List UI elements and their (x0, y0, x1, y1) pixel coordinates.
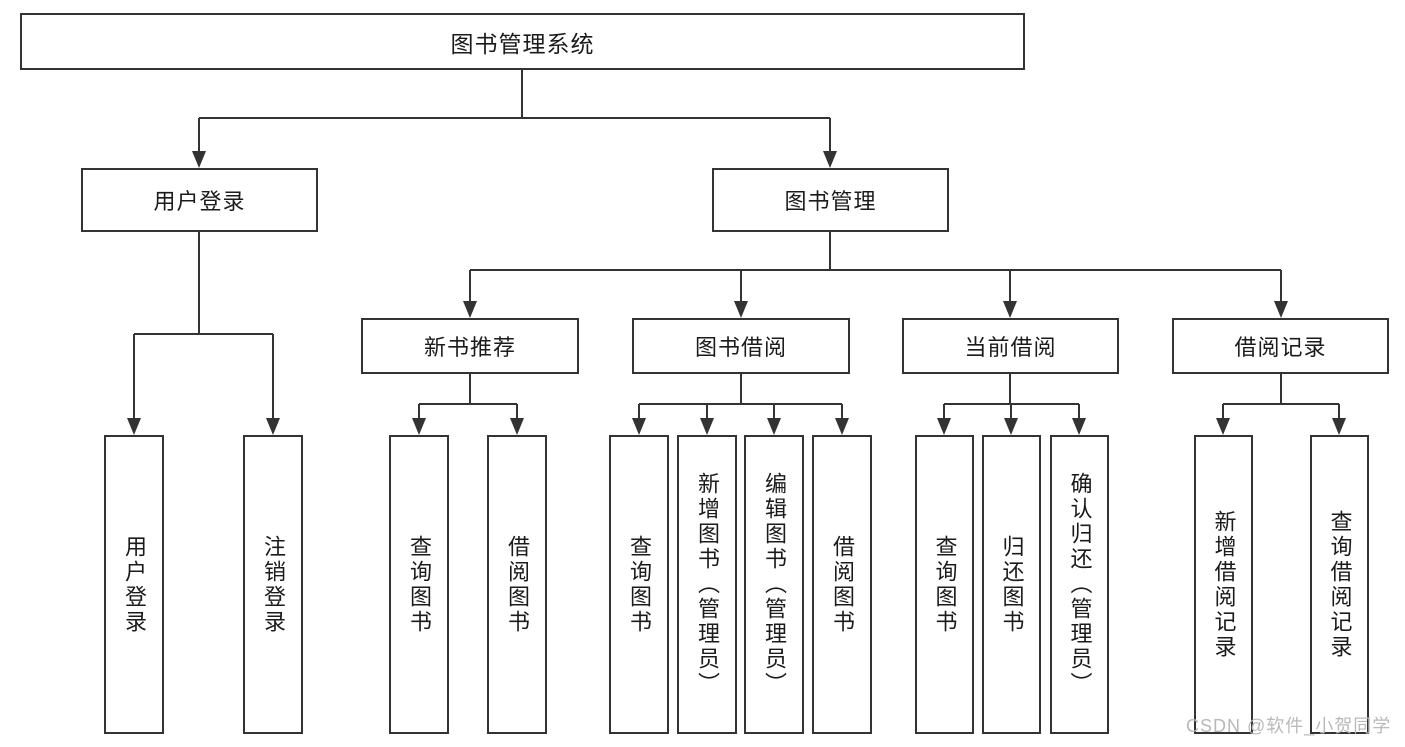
conn-root-arrowhead-1 (823, 151, 837, 168)
node-label-leaf-bb-edit-book: 编辑图书（管理员） (762, 472, 787, 697)
conn-current-borrow-arrowhead-0 (937, 418, 951, 435)
node-label-leaf-cb-return-book: 归还图书 (999, 534, 1025, 635)
node-label-leaf-rec-query-book: 查询图书 (407, 534, 432, 635)
node-label-leaf-bb-add-book: 新增图书（管理员） (695, 472, 720, 697)
node-label-borrow-record: 借阅记录 (1234, 335, 1327, 360)
watermark-text: CSDN @软件_小贺同学 (1186, 716, 1392, 736)
conn-book-manage-arrowhead-0 (463, 301, 477, 318)
node-leaf-user-logout[interactable]: 注销登录 (243, 435, 303, 734)
node-borrow-record[interactable]: 借阅记录 (1172, 318, 1389, 374)
node-leaf-bb-borrow-book[interactable]: 借阅图书 (812, 435, 872, 734)
node-label-leaf-rec-borrow-book: 借阅图书 (505, 534, 530, 635)
node-leaf-br-query-record[interactable]: 查询借阅记录 (1310, 435, 1369, 734)
conn-borrow-record-arrowhead-0 (1216, 418, 1230, 435)
node-leaf-cb-confirm-return[interactable]: 确认归还（管理员） (1050, 435, 1109, 734)
node-label-book-borrow: 图书借阅 (694, 335, 787, 360)
conn-book-manage-arrowhead-3 (1274, 301, 1288, 318)
node-label-leaf-cb-confirm-return: 确认归还（管理员） (1067, 472, 1093, 697)
node-leaf-user-login[interactable]: 用户登录 (104, 435, 164, 734)
node-label-current-borrow: 当前借阅 (964, 335, 1057, 360)
conn-root-arrowhead-0 (192, 151, 206, 168)
node-leaf-bb-query-book[interactable]: 查询图书 (609, 435, 669, 734)
node-label-leaf-user-logout: 注销登录 (261, 534, 286, 635)
conn-new-book-rec-arrowhead-0 (412, 418, 426, 435)
conn-book-borrow-arrowhead-1 (700, 418, 714, 435)
node-leaf-cb-return-book[interactable]: 归还图书 (982, 435, 1041, 734)
node-label-leaf-user-login: 用户登录 (122, 534, 147, 635)
conn-current-borrow-arrowhead-2 (1072, 418, 1086, 435)
node-leaf-br-add-record[interactable]: 新增借阅记录 (1194, 435, 1253, 734)
node-label-root: 图书管理系统 (450, 30, 595, 57)
conn-book-borrow-arrowhead-0 (632, 418, 646, 435)
node-book-borrow[interactable]: 图书借阅 (632, 318, 850, 374)
node-new-book-rec[interactable]: 新书推荐 (361, 318, 579, 374)
node-label-leaf-bb-query-book: 查询图书 (627, 534, 652, 635)
node-label-book-manage: 图书管理 (784, 189, 877, 214)
node-leaf-rec-query-book[interactable]: 查询图书 (389, 435, 449, 734)
node-leaf-cb-query-book[interactable]: 查询图书 (915, 435, 974, 734)
conn-user-login-arrowhead-0 (127, 418, 141, 435)
conn-new-book-rec-arrowhead-1 (510, 418, 524, 435)
conn-book-manage-arrowhead-1 (734, 301, 748, 318)
conn-book-borrow-arrowhead-2 (767, 418, 781, 435)
conn-borrow-record-arrowhead-1 (1332, 418, 1346, 435)
node-label-user-login: 用户登录 (153, 189, 246, 214)
node-book-manage[interactable]: 图书管理 (712, 168, 949, 232)
conn-book-borrow-arrowhead-3 (835, 418, 849, 435)
node-leaf-bb-add-book[interactable]: 新增图书（管理员） (677, 435, 737, 734)
node-current-borrow[interactable]: 当前借阅 (902, 318, 1119, 374)
node-label-leaf-bb-borrow-book: 借阅图书 (830, 534, 855, 635)
node-label-leaf-cb-query-book: 查询图书 (932, 534, 958, 635)
node-user-login[interactable]: 用户登录 (81, 168, 318, 232)
conn-current-borrow-arrowhead-1 (1004, 418, 1018, 435)
conn-user-login-arrowhead-1 (266, 418, 280, 435)
node-label-leaf-br-query-record: 查询借阅记录 (1327, 509, 1353, 660)
conn-book-manage-arrowhead-2 (1003, 301, 1017, 318)
node-leaf-bb-edit-book[interactable]: 编辑图书（管理员） (744, 435, 804, 734)
node-label-new-book-rec: 新书推荐 (423, 335, 516, 360)
node-root[interactable]: 图书管理系统 (20, 13, 1025, 70)
node-label-leaf-br-add-record: 新增借阅记录 (1211, 509, 1237, 660)
node-leaf-rec-borrow-book[interactable]: 借阅图书 (487, 435, 547, 734)
